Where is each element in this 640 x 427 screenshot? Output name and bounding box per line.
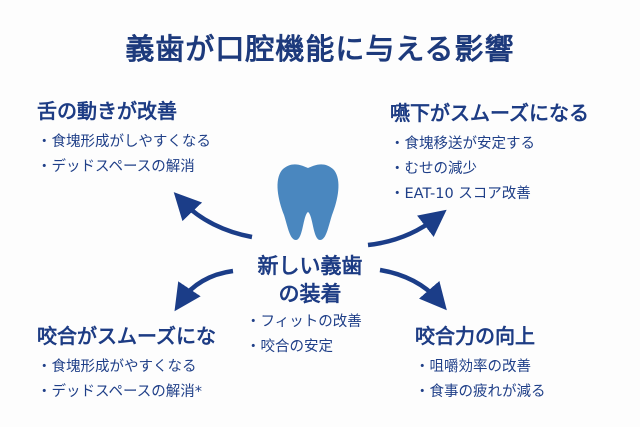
- bullet: ・デッドスペースの解消*: [37, 384, 203, 400]
- bottom-right-block: 咬合力の向上 ・咀嚼効率の改善 ・食事の疲れが減る: [415, 320, 546, 405]
- bullet: ・フィットの改善: [246, 314, 362, 330]
- arrow-to-top-right: [367, 209, 447, 248]
- center-line2: の装着: [278, 282, 342, 306]
- bullet: ・食塊形成がやすくなる: [37, 359, 197, 375]
- bullet: ・デッドスペースの解消: [37, 159, 195, 175]
- bullet: ・EAT-10 スコア改善: [390, 186, 531, 202]
- top-right-block: 嚥下がスムーズになる ・食塊移送が安定する ・むせの減少 ・EAT-10 スコア…: [390, 97, 589, 207]
- page-title: 義歯が口腔機能に与える影響: [125, 32, 515, 66]
- top-left-heading: 舌の動きが改善: [37, 99, 177, 123]
- tooth-icon: [277, 164, 339, 240]
- arrow-to-bottom-left: [174, 268, 234, 312]
- bullet: ・食事の疲れが減る: [415, 384, 546, 400]
- top-right-heading: 嚥下がスムーズになる: [390, 101, 589, 125]
- center-label: 新しい義歯 の装着: [230, 252, 390, 308]
- bottom-left-block: 咬合がスムーズにな ・食塊形成がやすくなる ・デッドスペースの解消*: [37, 320, 216, 405]
- bullet: ・食塊移送が安定する: [390, 136, 535, 152]
- arrow-to-bottom-right: [379, 267, 447, 311]
- bottom-center-block: ・フィットの改善 ・咬合の安定: [246, 310, 362, 360]
- bullet: ・咀嚼効率の改善: [415, 359, 531, 375]
- center-line1: 新しい義歯: [257, 254, 363, 278]
- bullet: ・咬合の安定: [246, 339, 333, 355]
- bullet: ・食塊形成がしやすくなる: [37, 134, 211, 150]
- arrow-to-top-left: [173, 192, 253, 240]
- top-left-block: 舌の動きが改善 ・食塊形成がしやすくなる ・デッドスペースの解消: [37, 95, 211, 180]
- bottom-right-heading: 咬合力の向上: [415, 324, 535, 348]
- bottom-left-heading: 咬合がスムーズにな: [37, 324, 216, 348]
- bullet: ・むせの減少: [390, 161, 477, 177]
